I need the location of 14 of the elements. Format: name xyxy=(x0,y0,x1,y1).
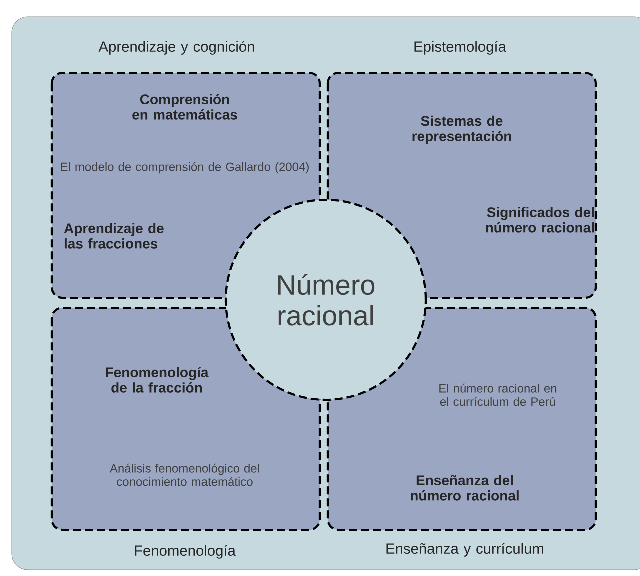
note-text: Análisis fenomenológico del conocimiento matemático xyxy=(110,464,260,486)
topic-label: Significados del número racional xyxy=(486,207,594,233)
quadrant-heading: Epistemología xyxy=(414,41,506,55)
topic-label: Fenomenología de la fracción xyxy=(106,367,209,393)
quadrant-heading: Aprendizaje y cognición xyxy=(98,41,254,55)
topic-label: Enseñanza del número racional xyxy=(411,475,519,501)
topic-label: Comprensión en matemáticas xyxy=(132,94,238,120)
topic-label: Aprendizaje de las fracciones xyxy=(64,223,164,249)
center-label: Número racional xyxy=(278,274,375,326)
topic-label: Sistemas de representación xyxy=(412,116,512,144)
quadrant-heading: Enseñanza y currículum xyxy=(386,543,544,557)
note-text: El número racional en el currículum de Perú xyxy=(440,384,557,406)
quadrant-heading: Fenomenología xyxy=(135,545,236,559)
note-text: El modelo de comprensión de Gallardo (2004) xyxy=(61,162,309,174)
